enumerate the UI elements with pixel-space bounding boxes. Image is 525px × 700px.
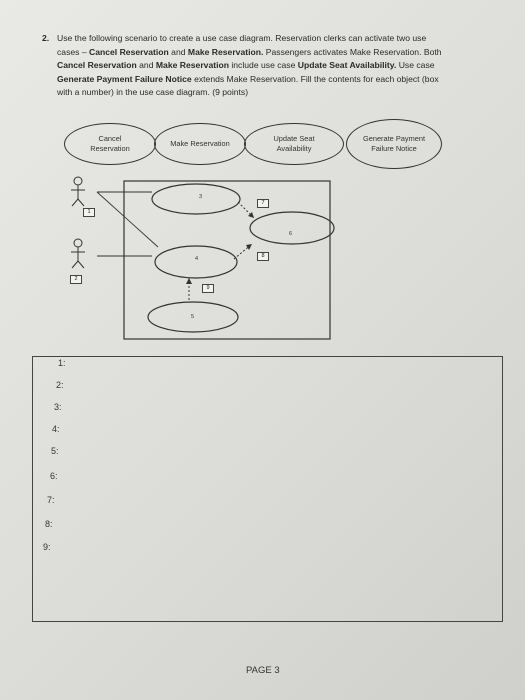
q-line3b: and xyxy=(136,60,156,71)
q-line4b: extends Make Reservation. Fill the conte… xyxy=(191,73,439,84)
use-case-generate-payment-failure-notice: Generate Payment Failure Notice xyxy=(346,119,442,169)
label-5: 5 xyxy=(191,314,195,320)
label-6: 6 xyxy=(289,231,293,237)
answer-box[interactable] xyxy=(32,356,503,622)
dependencies xyxy=(188,201,255,302)
answer-label-2: 2: xyxy=(56,380,64,390)
q-line2c: and xyxy=(168,46,188,57)
question-text: 2. Use the following scenario to create … xyxy=(42,32,499,100)
answer-label-4: 4: xyxy=(52,424,60,434)
q-line5: with a number) in the use case diagram. … xyxy=(57,87,249,98)
associations xyxy=(96,191,159,257)
q-line2d: Make Reservation. xyxy=(187,46,264,57)
use-case-update-seat-availability: Update Seat Availability xyxy=(244,123,344,165)
label-box-1: 1 xyxy=(83,208,95,217)
page-number: PAGE 3 xyxy=(246,665,280,676)
actor-1-figure xyxy=(71,176,85,207)
label-box-8: 8 xyxy=(257,252,269,261)
answer-label-9: 9: xyxy=(43,542,51,552)
q-line3a: Cancel Reservation xyxy=(57,60,137,71)
q-line2a: cases – xyxy=(57,46,90,57)
q-line3d: include use case xyxy=(228,60,298,71)
q-line3c: Make Reservation xyxy=(155,60,229,71)
answer-label-7: 7: xyxy=(47,495,55,505)
answer-label-1: 1: xyxy=(58,358,66,368)
answer-label-8: 8: xyxy=(45,519,53,529)
q-line1: Use the following scenario to create a u… xyxy=(57,33,427,43)
q-line3f: Use case xyxy=(396,60,435,71)
dependency-arrowheads xyxy=(186,212,254,284)
actor-2-figure xyxy=(71,238,85,269)
label-3: 3 xyxy=(199,194,203,200)
q-line3e: Update Seat Availability. xyxy=(297,60,397,71)
answer-label-5: 5: xyxy=(51,446,59,456)
q-line2b: Cancel Reservation xyxy=(89,46,169,57)
label-box-7: 7 xyxy=(257,199,269,208)
question-number: 2. xyxy=(42,33,50,43)
label-box-9: 9 xyxy=(202,284,214,293)
q-line4a: Generate Payment Failure Notice xyxy=(57,73,192,84)
label-4: 4 xyxy=(195,256,199,262)
answer-label-3: 3: xyxy=(54,402,62,412)
label-box-2: 2 xyxy=(70,275,82,284)
diagram-ellipses xyxy=(147,183,335,333)
system-boundary xyxy=(123,180,331,340)
q-line2e: Passengers activates Make Reservation. B… xyxy=(263,46,442,57)
answer-label-6: 6: xyxy=(50,471,58,481)
